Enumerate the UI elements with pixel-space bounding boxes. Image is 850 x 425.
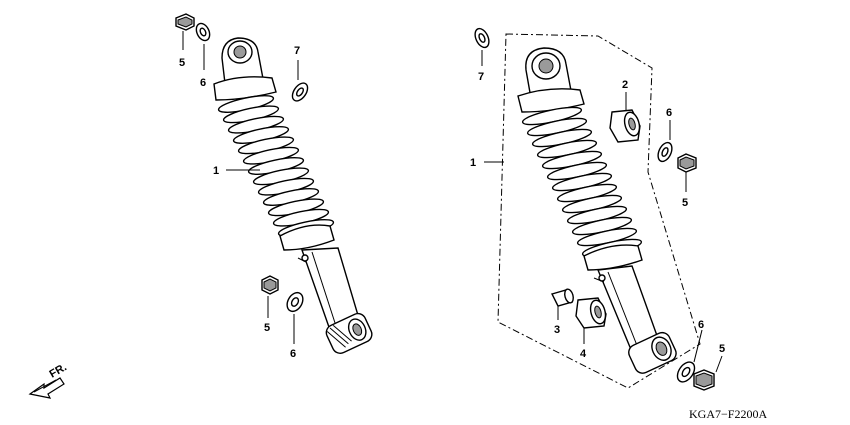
- left-shock-absorber: [213, 37, 373, 354]
- right-bushing-4: [575, 297, 607, 329]
- callout-right-4: 4: [580, 348, 587, 360]
- front-direction-arrow: [28, 377, 65, 399]
- right-washer-mid: [657, 141, 673, 163]
- right-bushing-2: [609, 109, 641, 143]
- right-washer-bottom: [676, 361, 696, 383]
- right-nut-mid: [677, 153, 697, 173]
- callout-left-1: 1: [213, 165, 219, 177]
- callout-right-6-bottom: 6: [698, 319, 704, 331]
- callout-right-7: 7: [478, 71, 484, 83]
- left-spring: [217, 95, 335, 237]
- left-nut-top: [175, 13, 195, 31]
- left-nut-bottom: [261, 275, 279, 295]
- callout-left-5-top: 5: [179, 57, 185, 69]
- callout-left-5-bottom: 5: [264, 322, 270, 334]
- callout-left-6-top: 6: [200, 77, 206, 89]
- callout-right-6-mid: 6: [666, 107, 672, 119]
- right-nut-bottom: [693, 369, 715, 391]
- right-collar-3: [550, 288, 574, 307]
- right-shock-absorber: [517, 47, 677, 374]
- callout-right-2: 2: [622, 79, 628, 91]
- callout-right-5-mid: 5: [682, 197, 688, 209]
- front-marker-label: FR.: [48, 361, 69, 380]
- callout-right-1: 1: [470, 157, 476, 169]
- callout-right-5-bottom: 5: [719, 343, 725, 355]
- diagram-code: KGA7−F2200A: [689, 407, 767, 421]
- callout-left-6-bottom: 6: [290, 348, 296, 360]
- left-washer-side: [291, 82, 309, 102]
- left-washer-top: [195, 22, 211, 42]
- callout-right-3: 3: [554, 324, 560, 336]
- assembly-boundary: [497, 33, 701, 389]
- left-washer-bottom: [286, 291, 304, 313]
- right-washer-top: [474, 27, 490, 49]
- callout-left-7: 7: [294, 45, 300, 57]
